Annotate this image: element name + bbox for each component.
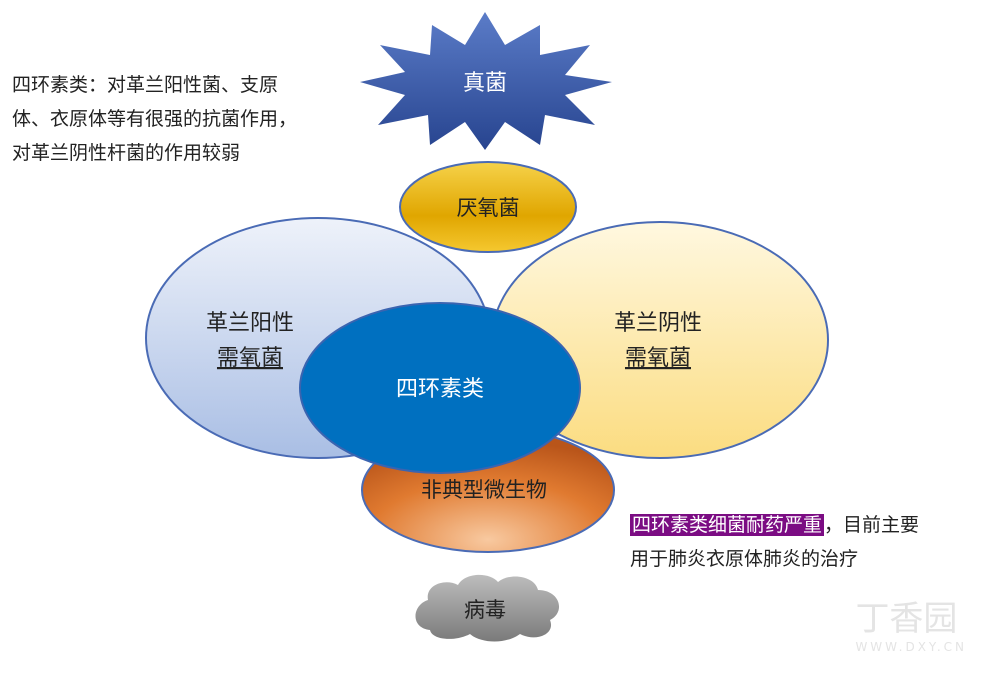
virus-label: 病毒 — [464, 598, 506, 622]
note-line: 体、衣原体等有很强的抗菌作用， — [12, 108, 298, 130]
virus-cloud — [415, 574, 560, 642]
tetracycline-center-ellipse — [299, 302, 581, 474]
anaerobes-ellipse — [399, 161, 577, 253]
note-line: 对革兰阴性杆菌的作用较弱 — [12, 142, 241, 164]
anaerobes-label: 厌氧菌 — [457, 196, 520, 220]
note-text: ，目前主要 — [824, 514, 920, 536]
fungi-star — [360, 12, 612, 150]
watermark-url: WWW.DXY.CN — [855, 640, 967, 654]
note-line: 用于肺炎衣原体肺炎的治疗 — [630, 548, 859, 570]
gram-negative-sublabel: 需氧菌 — [625, 346, 691, 371]
gram-positive-label: 革兰阳性 — [206, 311, 294, 336]
note-line: 四环素类：对革兰阳性菌、支原 — [12, 74, 279, 96]
watermark-text: 丁香园 — [855, 599, 958, 639]
atypical-label: 非典型微生物 — [421, 478, 547, 502]
top-left-note: 四环素类：对革兰阳性菌、支原 体、衣原体等有很强的抗菌作用， 对革兰阴性杆菌的作… — [12, 68, 297, 170]
gram-negative-label: 革兰阴性 — [614, 311, 702, 336]
gram-positive-sublabel: 需氧菌 — [217, 346, 283, 371]
highlighted-text: 四环素类细菌耐药严重 — [630, 514, 825, 536]
fungi-label: 真菌 — [463, 71, 507, 96]
bottom-right-note: 四环素类细菌耐药严重，目前主要 用于肺炎衣原体肺炎的治疗 — [630, 508, 919, 576]
center-label: 四环素类 — [396, 377, 484, 402]
